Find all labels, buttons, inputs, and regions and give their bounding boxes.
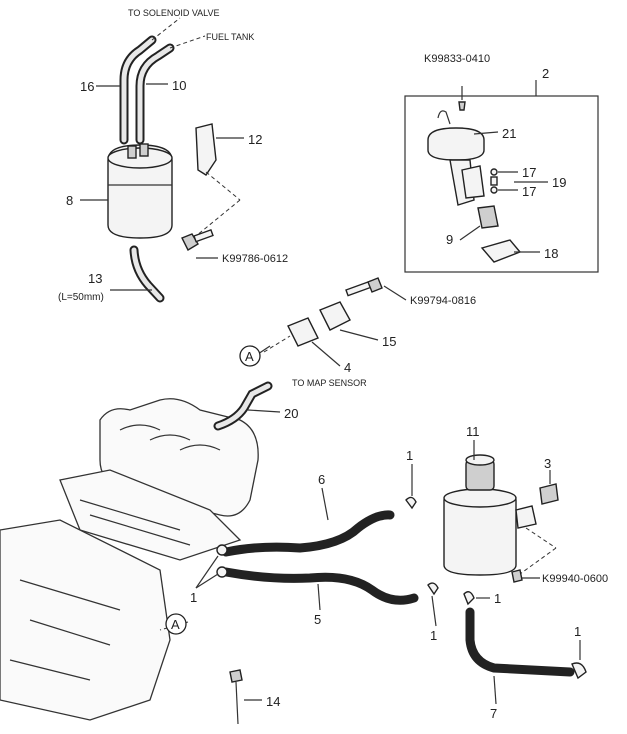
- part-label-10: 10: [172, 78, 186, 93]
- part-label-12: 12: [248, 132, 262, 147]
- bracket-12: [181, 123, 241, 251]
- note-length: (L=50mm): [58, 292, 104, 303]
- ref-a-top: A: [239, 345, 261, 367]
- part-label-5: 5: [314, 612, 321, 627]
- part-label-19: 19: [552, 175, 566, 190]
- part-label-20: 20: [284, 406, 298, 421]
- part-label-16: 16: [80, 79, 94, 94]
- engine-manifold: [0, 381, 273, 721]
- part-label-6: 6: [318, 472, 325, 487]
- part-label-3: 3: [544, 456, 551, 471]
- fuel-filter: [443, 454, 559, 606]
- part-label-21: 21: [502, 126, 516, 141]
- part-label-1-left: 1: [190, 590, 197, 605]
- note-to-map-sensor: TO MAP SENSOR: [292, 378, 367, 388]
- note-fuel-tank: FUEL TANK: [206, 32, 254, 42]
- hose-7: [465, 607, 587, 680]
- part-number-k0600: K99940-0600: [542, 573, 608, 585]
- part-number-k0816: K99794-0816: [410, 295, 476, 307]
- part-label-4: 4: [344, 360, 351, 375]
- part-number-k0612: K99786-0612: [222, 253, 288, 265]
- part-number-k0410: K99833-0410: [424, 53, 490, 65]
- bracket-15-4: [263, 277, 383, 353]
- note-to-solenoid-valve: TO SOLENOID VALVE: [128, 8, 220, 18]
- canister-assembly: [107, 17, 206, 303]
- part-label-1-upper: 1: [406, 448, 413, 463]
- hoses-5-6: [216, 496, 439, 605]
- part-label-18: 18: [544, 246, 558, 261]
- part-label-13: 13: [88, 271, 102, 286]
- ref-a-bottom: A: [165, 613, 187, 635]
- part-label-11: 11: [466, 424, 480, 439]
- part-label-14: 14: [266, 694, 280, 709]
- part-label-7: 7: [490, 706, 497, 721]
- part-label-17-top: 17: [522, 165, 536, 180]
- part-label-1-lower: 1: [430, 628, 437, 643]
- part-label-15: 15: [382, 334, 396, 349]
- part-label-1-filter: 1: [494, 591, 501, 606]
- part-label-17-bottom: 17: [522, 184, 536, 199]
- bolt-14: [229, 669, 243, 725]
- ref-a-bottom-label: A: [171, 617, 180, 632]
- fuel-pump-box: [404, 86, 599, 273]
- part-label-8: 8: [66, 193, 73, 208]
- part-label-9: 9: [446, 232, 453, 247]
- part-label-2: 2: [542, 66, 549, 81]
- part-label-1-right: 1: [574, 624, 581, 639]
- ref-a-top-label: A: [245, 349, 254, 364]
